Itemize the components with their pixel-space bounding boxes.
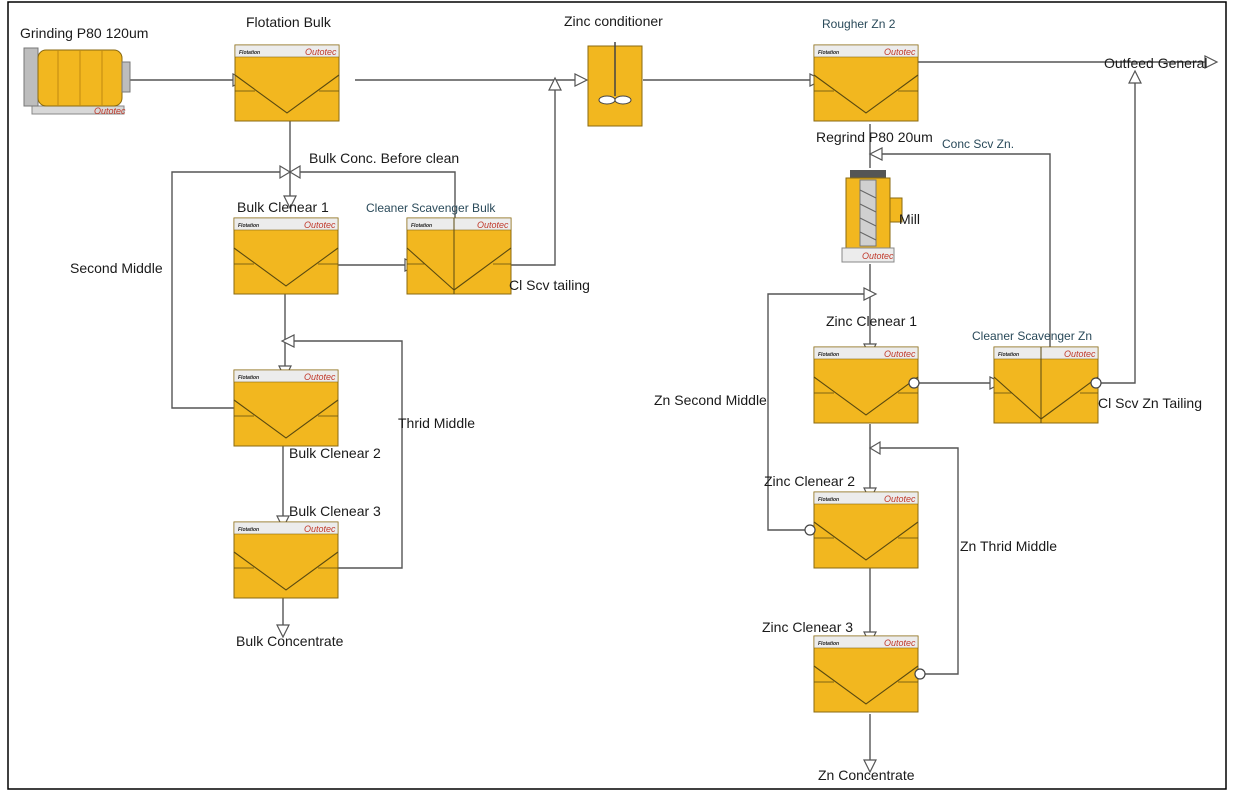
label-thrid-middle: Thrid Middle xyxy=(398,415,475,431)
bulk-clenear-1-cell: Flotation Outotec xyxy=(233,217,339,295)
svg-text:Flotation: Flotation xyxy=(998,352,1019,358)
svg-text:Outotec: Outotec xyxy=(304,524,336,534)
zinc-clenear-3-port xyxy=(914,668,926,680)
svg-text:Flotation: Flotation xyxy=(818,497,839,503)
svg-text:Outotec: Outotec xyxy=(884,349,916,359)
svg-text:Flotation: Flotation xyxy=(818,352,839,358)
svg-text:Outotec: Outotec xyxy=(884,494,916,504)
flow-lines xyxy=(125,61,1205,760)
svg-text:Outotec: Outotec xyxy=(305,47,337,57)
label-mill: Mill xyxy=(899,211,920,227)
label-conc-scv-zn: Conc Scv Zn. xyxy=(942,137,1014,151)
label-bulk-conc-before-clean: Bulk Conc. Before clean xyxy=(309,150,459,166)
svg-text:Flotation: Flotation xyxy=(818,50,839,56)
zinc-clenear-3-cell: Flotation Outotec xyxy=(813,635,919,713)
svg-text:Outotec: Outotec xyxy=(477,220,509,230)
label-flotation-bulk: Flotation Bulk xyxy=(246,14,332,30)
label-zn-concentrate: Zn Concentrate xyxy=(818,767,915,783)
bulk-clenear-2-cell: Flotation Outotec xyxy=(233,369,339,447)
zinc-clenear-2-port xyxy=(804,524,816,536)
rougher-zn2-cell: Flotation Outotec xyxy=(813,44,919,122)
label-rougher-zn2: Rougher Zn 2 xyxy=(822,17,896,31)
cleaner-scavenger-zn-port xyxy=(1090,377,1102,389)
svg-text:Outotec: Outotec xyxy=(304,372,336,382)
cleaner-scavenger-bulk-cell: Flotation Outotec xyxy=(406,217,512,295)
label-zinc-clenear-3: Zinc Clenear 3 xyxy=(762,619,853,635)
svg-text:Outotec: Outotec xyxy=(304,220,336,230)
label-cleaner-scavenger-bulk: Cleaner Scavenger Bulk xyxy=(366,201,496,215)
zinc-clenear-2-cell: Flotation Outotec xyxy=(813,491,919,569)
label-bulk-clenear-2: Bulk Clenear 2 xyxy=(289,445,381,461)
svg-text:Outotec: Outotec xyxy=(1064,349,1096,359)
zinc-conditioner-tank xyxy=(587,42,643,127)
frame-border xyxy=(7,1,1227,790)
label-grinding: Grinding P80 120um xyxy=(20,25,148,41)
label-cl-scv-tailing: Cl Scv tailing xyxy=(509,277,590,293)
label-regrind: Regrind P80 20um xyxy=(816,129,933,145)
flotation-bulk-cell: Flotation Outotec xyxy=(234,44,340,122)
zinc-clenear-1-port xyxy=(908,377,920,389)
label-bulk-clenear-1: Bulk Clenear 1 xyxy=(237,199,329,215)
bulk-clenear-3-cell: Flotation Outotec xyxy=(233,521,339,599)
svg-text:Outotec: Outotec xyxy=(862,251,894,261)
label-bulk-concentrate: Bulk Concentrate xyxy=(236,633,344,649)
svg-text:Flotation: Flotation xyxy=(238,375,259,381)
svg-text:Flotation: Flotation xyxy=(238,223,259,229)
regrind-mill-icon: Outotec xyxy=(841,170,903,263)
svg-text:Flotation: Flotation xyxy=(238,527,259,533)
label-cleaner-scavenger-zn: Cleaner Scavenger Zn xyxy=(972,329,1092,343)
cleaner-scavenger-zn-cell: Flotation Outotec xyxy=(993,346,1099,424)
ball-mill-icon: Outotec xyxy=(23,47,131,116)
svg-text:Outotec: Outotec xyxy=(884,638,916,648)
label-bulk-clenear-3: Bulk Clenear 3 xyxy=(289,503,381,519)
svg-text:Outotec: Outotec xyxy=(94,106,126,116)
svg-text:Flotation: Flotation xyxy=(411,223,432,229)
label-cl-scv-zn-tailing: Cl Scv Zn Tailing xyxy=(1098,395,1202,411)
label-outfeed-general: Outfeed General xyxy=(1104,55,1208,71)
svg-text:Outotec: Outotec xyxy=(884,47,916,57)
label-zn-second-middle: Zn Second Middle xyxy=(654,392,767,408)
diagram-labels: Grinding P80 120um Flotation Bulk Zinc c… xyxy=(20,13,1208,783)
label-zinc-clenear-1: Zinc Clenear 1 xyxy=(826,313,917,329)
svg-text:Flotation: Flotation xyxy=(818,641,839,647)
label-zn-thrid-middle: Zn Thrid Middle xyxy=(960,538,1057,554)
label-zinc-conditioner: Zinc conditioner xyxy=(564,13,663,29)
svg-text:Flotation: Flotation xyxy=(239,50,260,56)
label-zinc-clenear-2: Zinc Clenear 2 xyxy=(764,473,855,489)
zinc-clenear-1-cell: Flotation Outotec xyxy=(813,346,919,424)
label-second-middle: Second Middle xyxy=(70,260,163,276)
